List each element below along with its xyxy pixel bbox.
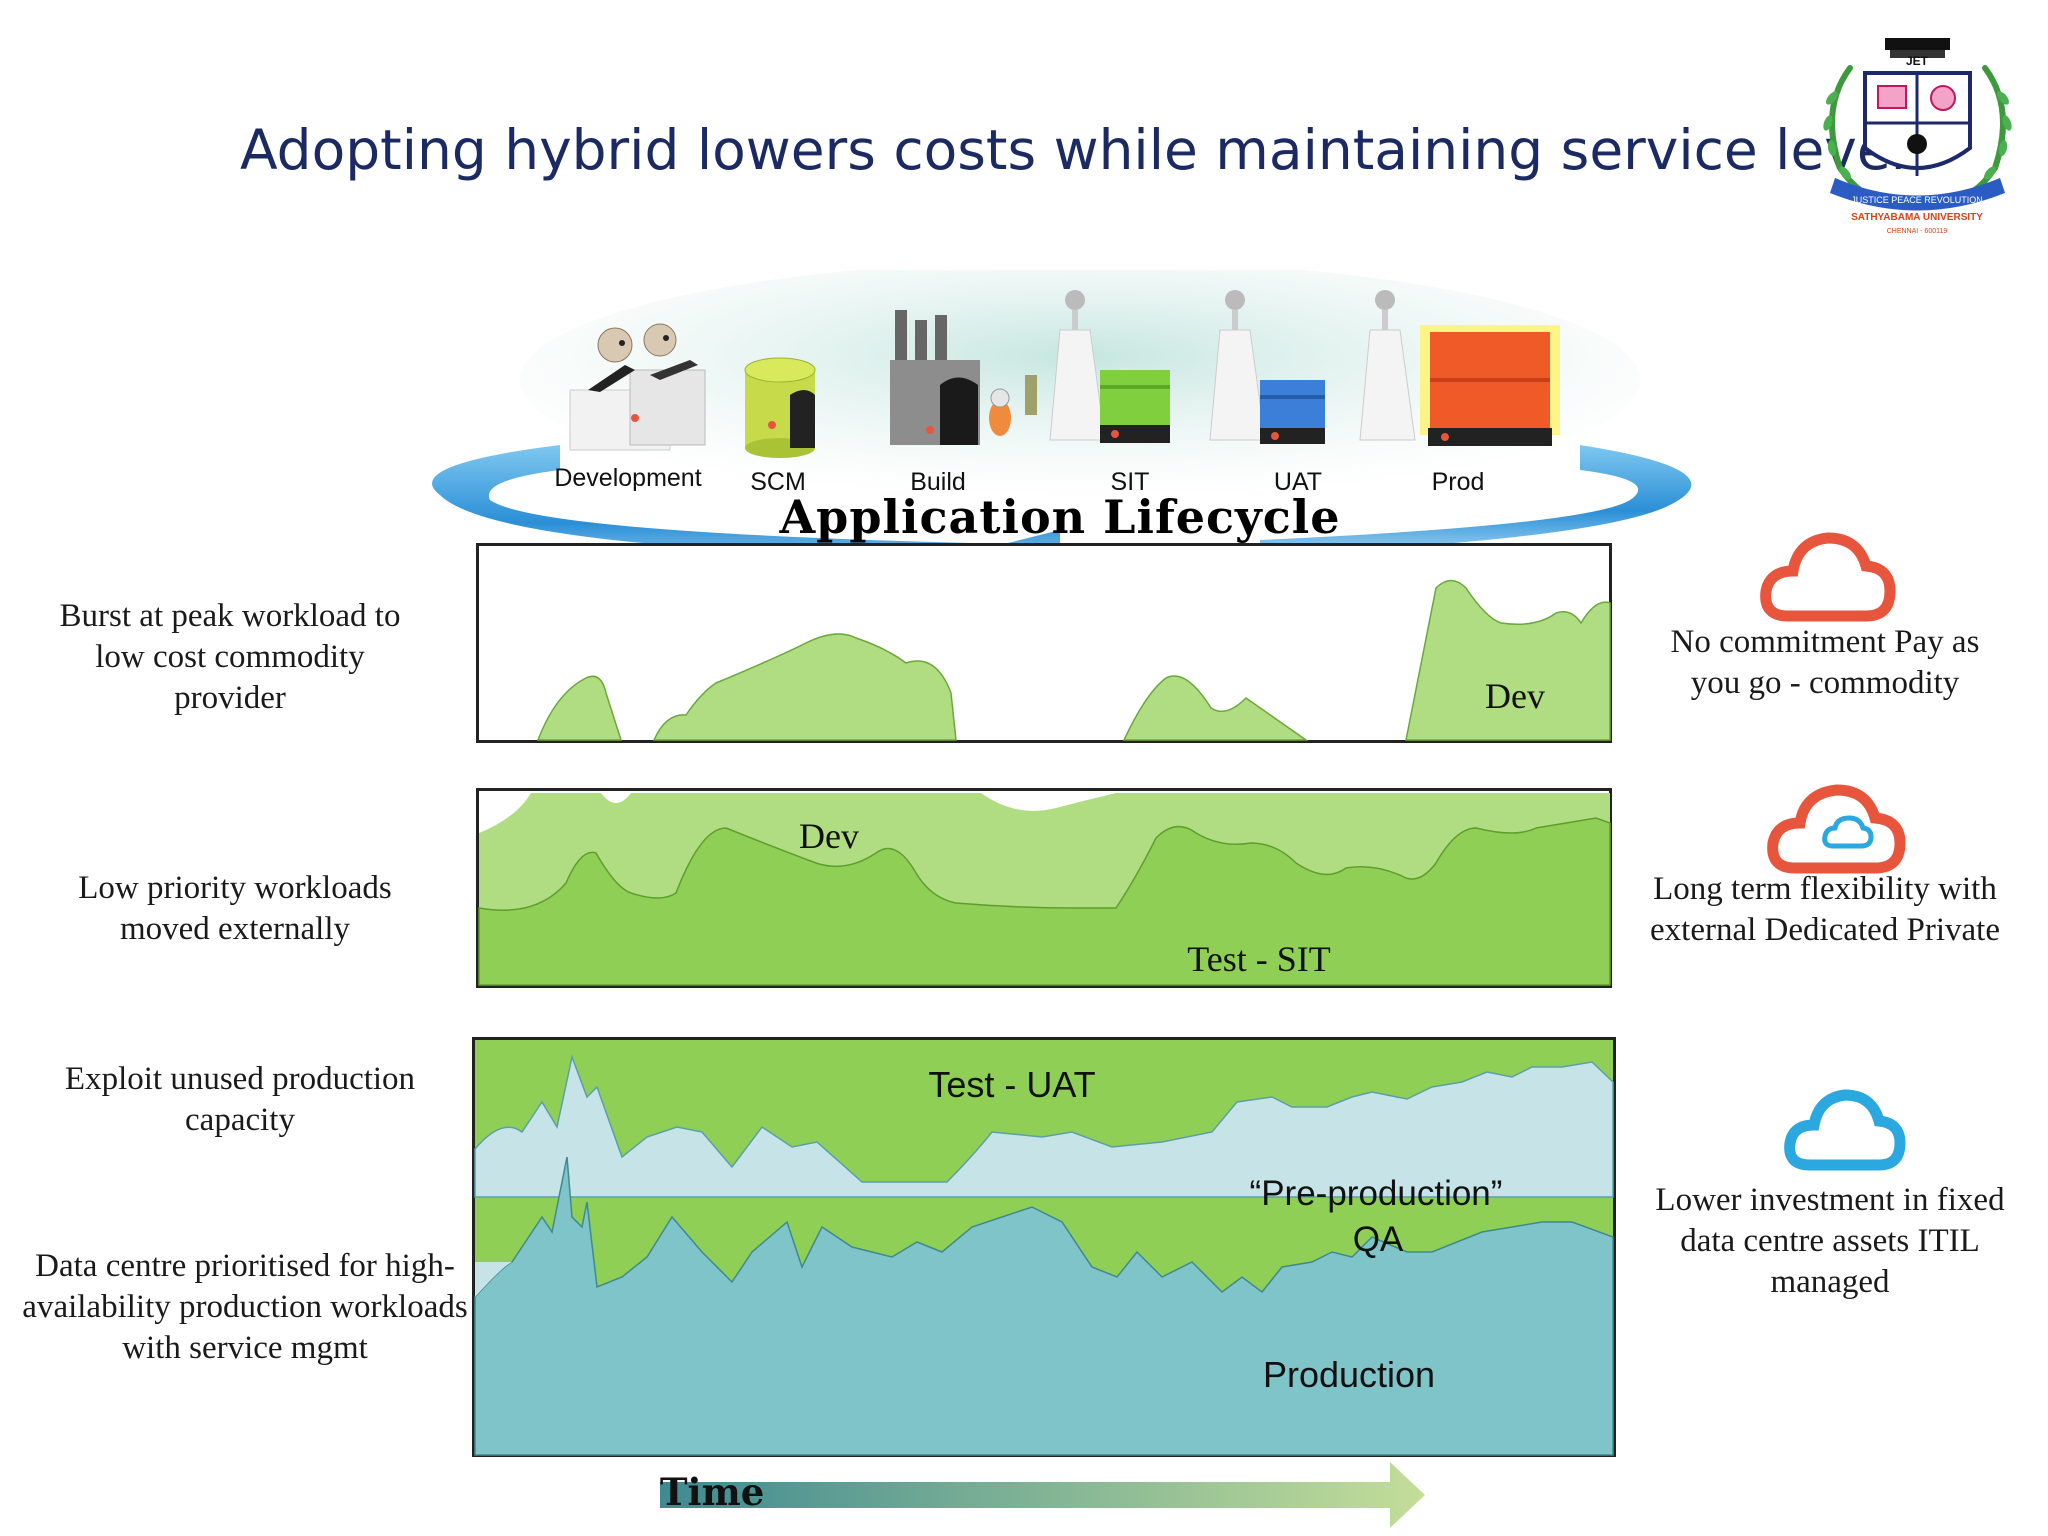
production-label: Production	[1263, 1354, 1435, 1395]
uat-server-icon	[1209, 290, 1325, 444]
qa-label: QA	[1353, 1220, 1404, 1259]
stage-label-build: Build	[910, 468, 966, 496]
svg-text:JUSTICE PEACE REVOLUTION: JUSTICE PEACE REVOLUTION	[1851, 195, 1983, 205]
lifecycle-title: Application Lifecycle	[779, 490, 1341, 544]
public-cloud-icon	[1758, 526, 1898, 626]
test-uat-label: Test - UAT	[928, 1064, 1095, 1105]
note-burst-peak: Burst at peak workload to low cost commo…	[59, 598, 401, 716]
developers-icon	[569, 323, 706, 451]
production-capacity-chart: Test - UAT “Pre-production” QA Productio…	[472, 1037, 1616, 1457]
burst-workload-chart: Dev	[476, 543, 1612, 743]
scm-database-icon	[744, 357, 816, 458]
note-no-commitment: No commitment Pay as you go - commodity	[1670, 624, 1980, 701]
build-factory-icon	[890, 310, 1037, 445]
note-long-term: Long term flexibility with external Dedi…	[1650, 871, 2000, 948]
svg-text:CHENNAI - 600119: CHENNAI - 600119	[1887, 228, 1948, 235]
stage-label-prod: Prod	[1431, 468, 1485, 496]
university-logo: JET JUSTICE PEACE REVOLUTION SATHYABAMA …	[1810, 28, 2025, 238]
note-datacentre: Data centre prioritised for high-availab…	[22, 1248, 468, 1366]
time-label: Time	[660, 1470, 765, 1514]
low-priority-chart: Dev Test - SIT	[476, 788, 1612, 988]
lifecycle-illustration	[360, 260, 1740, 590]
internal-cloud-icon	[1782, 1085, 1907, 1175]
slide-title: Adopting hybrid lowers costs while maint…	[240, 118, 1935, 182]
sit-server-icon	[1049, 290, 1170, 443]
top-chart-dev-label: Dev	[1485, 676, 1545, 716]
prod-server-icon	[1359, 290, 1560, 446]
stage-label-development: Development	[554, 464, 702, 492]
pre-production-label: “Pre-production”	[1250, 1174, 1503, 1213]
note-lower-investment: Lower investment in fixed data centre as…	[1655, 1182, 2005, 1300]
stage-label-uat: UAT	[1273, 468, 1323, 496]
middle-chart-test-sit-label: Test - SIT	[1187, 939, 1330, 979]
time-arrow	[660, 1462, 1430, 1528]
svg-text:SATHYABAMA UNIVERSITY: SATHYABAMA UNIVERSITY	[1851, 212, 1983, 223]
note-exploit-capacity: Exploit unused production capacity	[64, 1061, 416, 1138]
note-low-priority: Low priority workloads moved externally	[78, 870, 392, 947]
stage-label-scm: SCM	[750, 468, 806, 496]
middle-chart-dev-label: Dev	[799, 816, 859, 856]
stage-label-sit: SIT	[1110, 468, 1150, 496]
dedicated-private-cloud-icon	[1765, 778, 1910, 878]
svg-text:JET: JET	[1906, 54, 1929, 68]
